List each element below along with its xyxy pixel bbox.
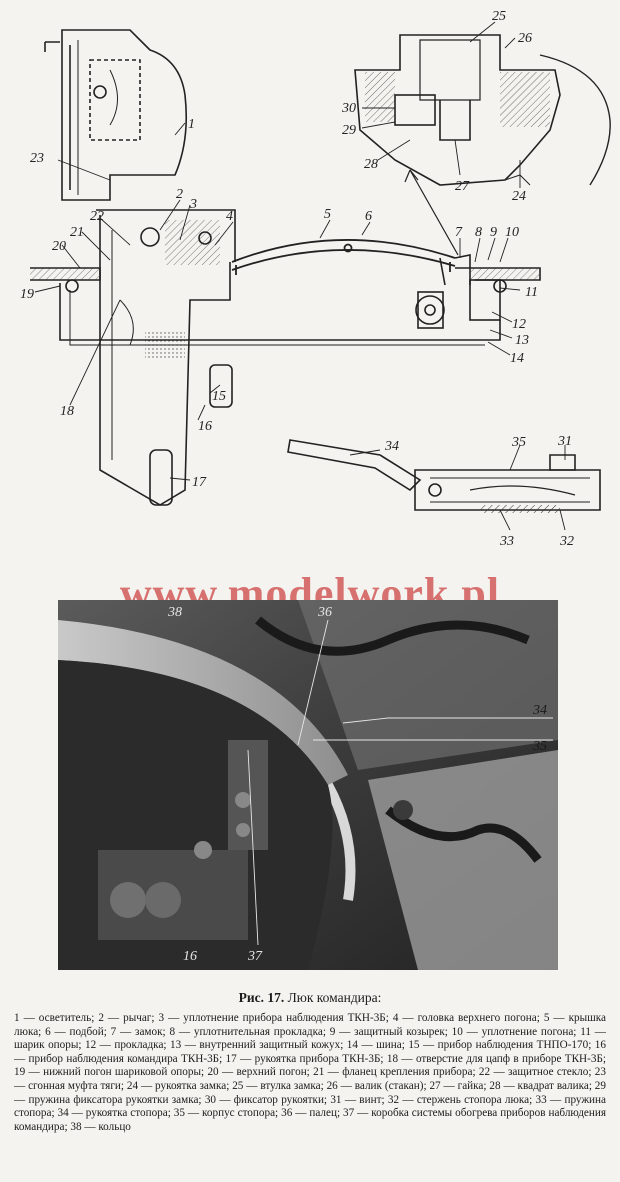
caption-figure-number: Рис. 17. bbox=[238, 990, 285, 1005]
label-5: 5 bbox=[324, 207, 331, 222]
turret-ring bbox=[30, 254, 541, 346]
stopper-spring-hatch bbox=[480, 505, 560, 513]
label-25: 25 bbox=[492, 9, 506, 24]
periscope-body bbox=[96, 209, 236, 506]
label-10: 10 bbox=[505, 225, 519, 240]
photo-label-37: 37 bbox=[247, 949, 263, 964]
photo-label-36: 36 bbox=[317, 605, 332, 620]
lower-ring-hatch bbox=[30, 268, 100, 280]
label-11: 11 bbox=[525, 285, 538, 300]
label-29: 29 bbox=[342, 123, 356, 138]
label-24: 24 bbox=[512, 189, 526, 204]
photo-label-35: 35 bbox=[532, 739, 547, 754]
label-31: 31 bbox=[557, 434, 572, 449]
label-2: 2 bbox=[176, 187, 183, 202]
label-34: 34 bbox=[384, 439, 399, 454]
upper-ring-hatch bbox=[470, 268, 540, 280]
label-23: 23 bbox=[30, 151, 44, 166]
lock-hatch-right bbox=[500, 72, 550, 127]
label-18: 18 bbox=[60, 404, 74, 419]
lock-detail bbox=[354, 34, 611, 186]
figure-caption: Рис. 17. Люк командира: 1 — осветитель; … bbox=[14, 990, 606, 1134]
label-4: 4 bbox=[226, 209, 233, 224]
label-7: 7 bbox=[455, 225, 463, 240]
label-1: 1 bbox=[188, 117, 195, 132]
label-33: 33 bbox=[499, 534, 514, 549]
caption-title-text: Люк командира: bbox=[284, 990, 382, 1005]
label-27: 27 bbox=[455, 179, 470, 194]
photo-label-16: 16 bbox=[183, 949, 197, 964]
photo-label-34: 34 bbox=[532, 703, 547, 718]
detail-arrow bbox=[409, 169, 459, 256]
label-26: 26 bbox=[518, 31, 532, 46]
label-14: 14 bbox=[510, 351, 524, 366]
label-30: 30 bbox=[341, 101, 356, 116]
label-8: 8 bbox=[475, 225, 482, 240]
label-3: 3 bbox=[189, 197, 197, 212]
label-9: 9 bbox=[490, 225, 497, 240]
label-19: 19 bbox=[20, 287, 34, 302]
label-17: 17 bbox=[192, 475, 207, 490]
hatch-cover bbox=[231, 239, 456, 275]
stopper-detail bbox=[287, 439, 601, 511]
leader-lines bbox=[34, 21, 566, 531]
label-32: 32 bbox=[559, 534, 574, 549]
label-13: 13 bbox=[515, 333, 529, 348]
caption-title: Рис. 17. Люк командира: bbox=[14, 990, 606, 1006]
photograph: 38 36 34 35 16 37 bbox=[58, 600, 558, 970]
photo-label-38: 38 bbox=[167, 605, 182, 620]
hatched-section-head bbox=[165, 220, 220, 265]
label-20: 20 bbox=[52, 239, 66, 254]
label-35: 35 bbox=[511, 435, 526, 450]
illuminator-shape bbox=[44, 29, 188, 201]
photo-hatch-ring bbox=[58, 620, 348, 785]
caption-legend: 1 — осветитель; 2 — рычаг; 3 — уплотнени… bbox=[14, 1012, 606, 1133]
lock-hatch-left bbox=[365, 72, 395, 122]
label-16: 16 bbox=[198, 419, 212, 434]
technical-drawing: 1 2 3 4 5 6 7 8 9 10 11 12 13 14 15 16 1… bbox=[20, 9, 611, 549]
label-21: 21 bbox=[70, 225, 84, 240]
drawing-labels: 1 2 3 4 5 6 7 8 9 10 11 12 13 14 15 16 1… bbox=[20, 9, 574, 549]
label-12: 12 bbox=[512, 317, 526, 332]
label-28: 28 bbox=[364, 157, 378, 172]
label-6: 6 bbox=[365, 209, 372, 224]
label-15: 15 bbox=[212, 389, 226, 404]
label-22: 22 bbox=[90, 209, 104, 224]
